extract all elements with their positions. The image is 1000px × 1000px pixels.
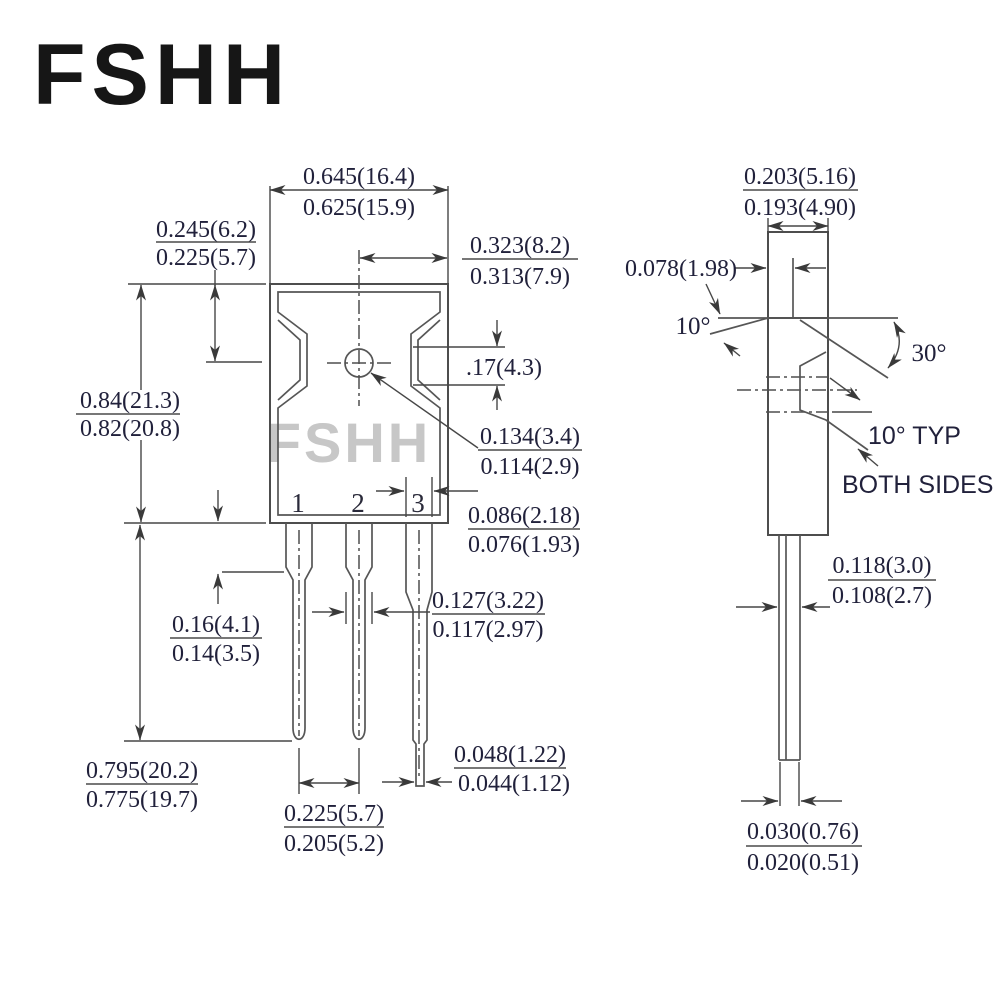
dim-lead-length: 0.795(20.2) 0.775(19.7) bbox=[86, 524, 198, 813]
pin-label-2: 2 bbox=[351, 488, 365, 518]
dim-lead-offset-top: 0.118(3.0) bbox=[832, 553, 931, 579]
angle-leader-10deg bbox=[723, 342, 741, 357]
draft-line-10deg bbox=[709, 317, 769, 335]
body-watermark: FSHH bbox=[267, 411, 431, 474]
dim-lead-pitch-bottom: 0.205(5.2) bbox=[284, 831, 384, 857]
pin-label-3: 3 bbox=[411, 488, 425, 518]
dim-body-height: 0.84(21.3) 0.82(20.8) bbox=[76, 284, 180, 523]
dim-hole-diameter-bottom: 0.114(2.9) bbox=[480, 454, 579, 480]
angle-arc-30deg bbox=[887, 321, 906, 369]
dim-lead-length-top: 0.795(20.2) bbox=[86, 758, 198, 784]
dim-lead-wide-width-top: 0.127(3.22) bbox=[432, 588, 544, 614]
dim-lead-tip-width-top: 0.048(1.22) bbox=[454, 742, 566, 768]
dim-overall-width-bottom: 0.625(15.9) bbox=[303, 195, 415, 221]
dim-shoulder-length-bottom: 0.14(3.5) bbox=[172, 641, 260, 667]
dim-body-height-top: 0.84(21.3) bbox=[80, 388, 180, 414]
dim-body-thickness-top: 0.203(5.16) bbox=[744, 164, 856, 190]
dim-lead-pitch: 0.225(5.7) 0.205(5.2) bbox=[284, 778, 384, 857]
lead-2 bbox=[345, 523, 373, 741]
dim-pin3-width-top: 0.086(2.18) bbox=[468, 503, 580, 529]
angle-top-label: 10° bbox=[676, 313, 711, 340]
dim-top-to-notch-bottom: 0.225(5.7) bbox=[156, 245, 256, 271]
chamfer-profile bbox=[799, 351, 869, 451]
left-notch-detail bbox=[277, 319, 301, 401]
dim-lead-tip-width-bottom: 0.044(1.12) bbox=[458, 771, 570, 797]
dim-lead-thickness-bottom: 0.020(0.51) bbox=[747, 850, 859, 876]
dim-lead-tip-width: 0.048(1.22) 0.044(1.12) bbox=[382, 742, 570, 797]
dim-overall-width: 0.645(16.4) 0.625(15.9) bbox=[269, 164, 449, 221]
lead-profile bbox=[778, 535, 801, 761]
front-view: FSHH 1 2 3 bbox=[76, 164, 582, 857]
extension-lines bbox=[124, 186, 505, 794]
lead-3 bbox=[405, 523, 433, 787]
dim-center-to-edge-bottom: 0.313(7.9) bbox=[470, 264, 570, 290]
dim-lead-length-bottom: 0.775(19.7) bbox=[86, 787, 198, 813]
side-view: 0.203(5.16) 0.193(4.90) 0.078(1.98) 10° … bbox=[625, 164, 993, 876]
dim-tab-thickness: 0.078(1.98) bbox=[625, 256, 826, 282]
dim-lead-offset: 0.118(3.0) 0.108(2.7) bbox=[736, 553, 936, 612]
dim-body-thickness: 0.203(5.16) 0.193(4.90) bbox=[743, 164, 858, 234]
dim-notch-height: .17(4.3) bbox=[466, 320, 542, 410]
dim-pin3-width-bottom: 0.076(1.93) bbox=[468, 532, 580, 558]
dim-center-to-edge-top: 0.323(8.2) bbox=[470, 233, 570, 259]
dim-lead-wide-width: 0.127(3.22) 0.117(2.97) bbox=[312, 588, 545, 643]
body-profile bbox=[767, 317, 829, 536]
dim-lead-offset-bottom: 0.108(2.7) bbox=[832, 583, 932, 609]
dim-lead-thickness: 0.030(0.76) 0.020(0.51) bbox=[741, 796, 862, 876]
dim-center-to-edge: 0.323(8.2) 0.313(7.9) bbox=[359, 233, 578, 290]
right-notch-detail bbox=[417, 319, 441, 401]
dim-hole-diameter-top: 0.134(3.4) bbox=[480, 424, 580, 450]
tab-profile bbox=[767, 231, 829, 319]
both-sides-note: BOTH SIDES bbox=[842, 471, 993, 499]
dim-shoulder-length-top: 0.16(4.1) bbox=[172, 612, 260, 638]
dim-lead-pitch-top: 0.225(5.7) bbox=[284, 801, 384, 827]
pin-label-1: 1 bbox=[291, 488, 305, 518]
dim-top-to-notch-top: 0.245(6.2) bbox=[156, 217, 256, 243]
brand-logo: FSHH bbox=[33, 27, 291, 123]
tab-thickness-leader bbox=[705, 283, 721, 315]
chamfer-line-30deg bbox=[799, 319, 889, 379]
dim-notch-height-value: .17(4.3) bbox=[466, 355, 542, 381]
dim-hole-diameter: 0.134(3.4) 0.114(2.9) bbox=[370, 372, 582, 480]
chamfer-pointer-upper bbox=[829, 377, 861, 401]
dim-body-height-bottom: 0.82(20.8) bbox=[80, 416, 180, 442]
dim-lead-thickness-top: 0.030(0.76) bbox=[747, 819, 859, 845]
dim-shoulder-length: 0.16(4.1) 0.14(3.5) bbox=[170, 490, 262, 667]
lead-1 bbox=[285, 523, 313, 741]
angle-leader-10deg-typ bbox=[857, 448, 879, 467]
dim-body-thickness-bottom: 0.193(4.90) bbox=[744, 195, 856, 221]
dim-overall-width-top: 0.645(16.4) bbox=[303, 164, 415, 190]
angle-typ-label: 10° TYP bbox=[868, 422, 961, 450]
dim-pin3-width: 0.086(2.18) 0.076(1.93) bbox=[376, 486, 580, 558]
dim-top-to-notch: 0.245(6.2) 0.225(5.7) bbox=[156, 217, 256, 362]
dim-tab-thickness-value: 0.078(1.98) bbox=[625, 256, 737, 282]
dim-lead-wide-width-bottom: 0.117(2.97) bbox=[432, 617, 543, 643]
package-body-inner bbox=[277, 291, 441, 516]
angle-side-label: 30° bbox=[912, 340, 947, 367]
